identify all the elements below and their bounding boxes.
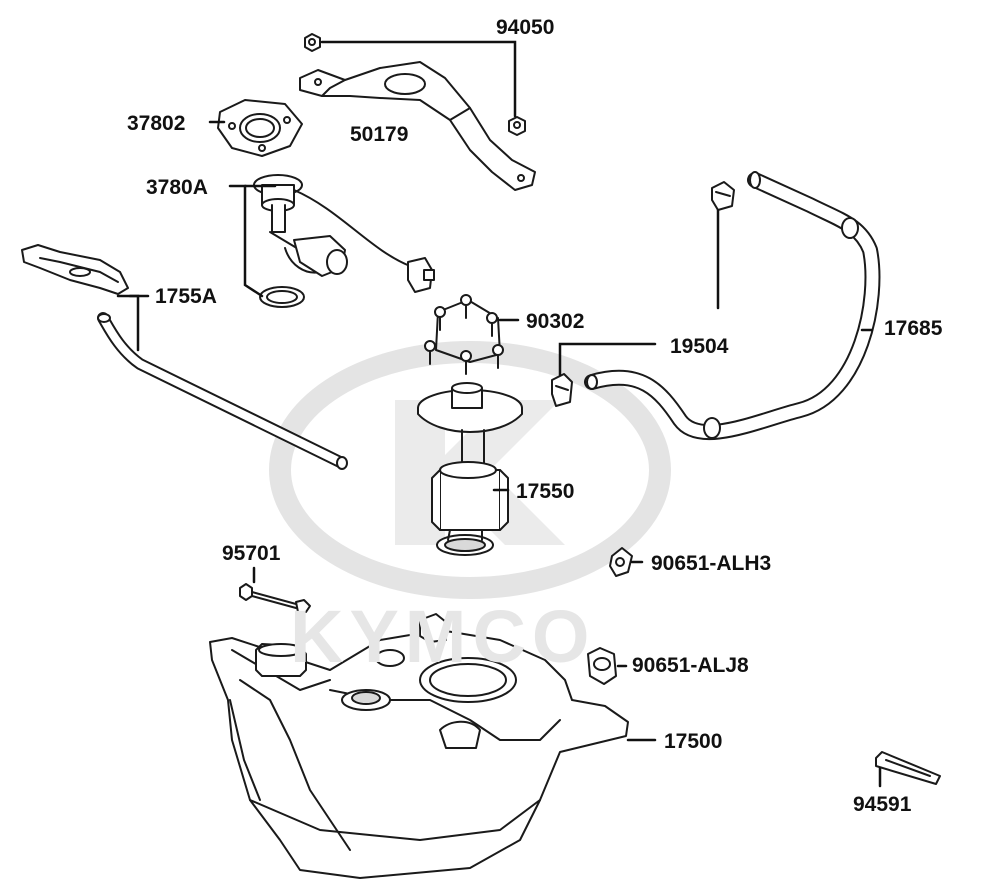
label-90651-ALJ8[interactable]: 90651-ALJ8 bbox=[632, 654, 749, 677]
breather-bracket-1755A[interactable] bbox=[21, 244, 129, 295]
bolt-95701[interactable] bbox=[239, 583, 311, 613]
nut-94050-bottom[interactable] bbox=[508, 116, 526, 136]
hose-clip-19504-upper[interactable] bbox=[711, 181, 735, 211]
label-17685[interactable]: 17685 bbox=[884, 317, 943, 340]
tank-bracket-50179[interactable] bbox=[299, 61, 536, 191]
gasket-plate-37802[interactable] bbox=[217, 99, 303, 157]
label-1755A[interactable]: 1755A bbox=[155, 285, 217, 308]
leader-lines bbox=[116, 40, 882, 788]
clamp-90651-ALH3[interactable] bbox=[609, 547, 633, 577]
label-94591[interactable]: 94591 bbox=[853, 793, 912, 816]
label-50179[interactable]: 50179 bbox=[350, 123, 409, 146]
level-sender-3780A[interactable] bbox=[253, 174, 435, 293]
label-94050[interactable]: 94050 bbox=[496, 16, 555, 39]
fuel-hose-17685[interactable] bbox=[584, 171, 881, 441]
label-3780A[interactable]: 3780A bbox=[146, 176, 208, 199]
label-90302[interactable]: 90302 bbox=[526, 310, 585, 333]
hose-clip-19504-lower[interactable] bbox=[551, 373, 573, 407]
label-17550[interactable]: 17550 bbox=[516, 480, 575, 503]
label-37802[interactable]: 37802 bbox=[127, 112, 186, 135]
label-19504[interactable]: 19504 bbox=[670, 335, 729, 358]
fuel-tank-17500[interactable] bbox=[209, 613, 629, 879]
label-17500[interactable]: 17500 bbox=[664, 730, 723, 753]
clamp-90651-ALJ8[interactable] bbox=[587, 647, 617, 685]
oring-3780A[interactable] bbox=[259, 286, 305, 308]
label-95701[interactable]: 95701 bbox=[222, 542, 281, 565]
watermark-text: KYMCO bbox=[290, 595, 596, 678]
label-90651-ALH3[interactable]: 90651-ALH3 bbox=[651, 552, 772, 575]
breather-hose-1755A[interactable] bbox=[97, 312, 348, 470]
nut-94050-top[interactable] bbox=[304, 33, 321, 52]
tank-strip-94591[interactable] bbox=[875, 751, 941, 785]
fuel-pump-17550[interactable] bbox=[417, 382, 523, 556]
pump-bolts-90302[interactable] bbox=[424, 294, 504, 375]
